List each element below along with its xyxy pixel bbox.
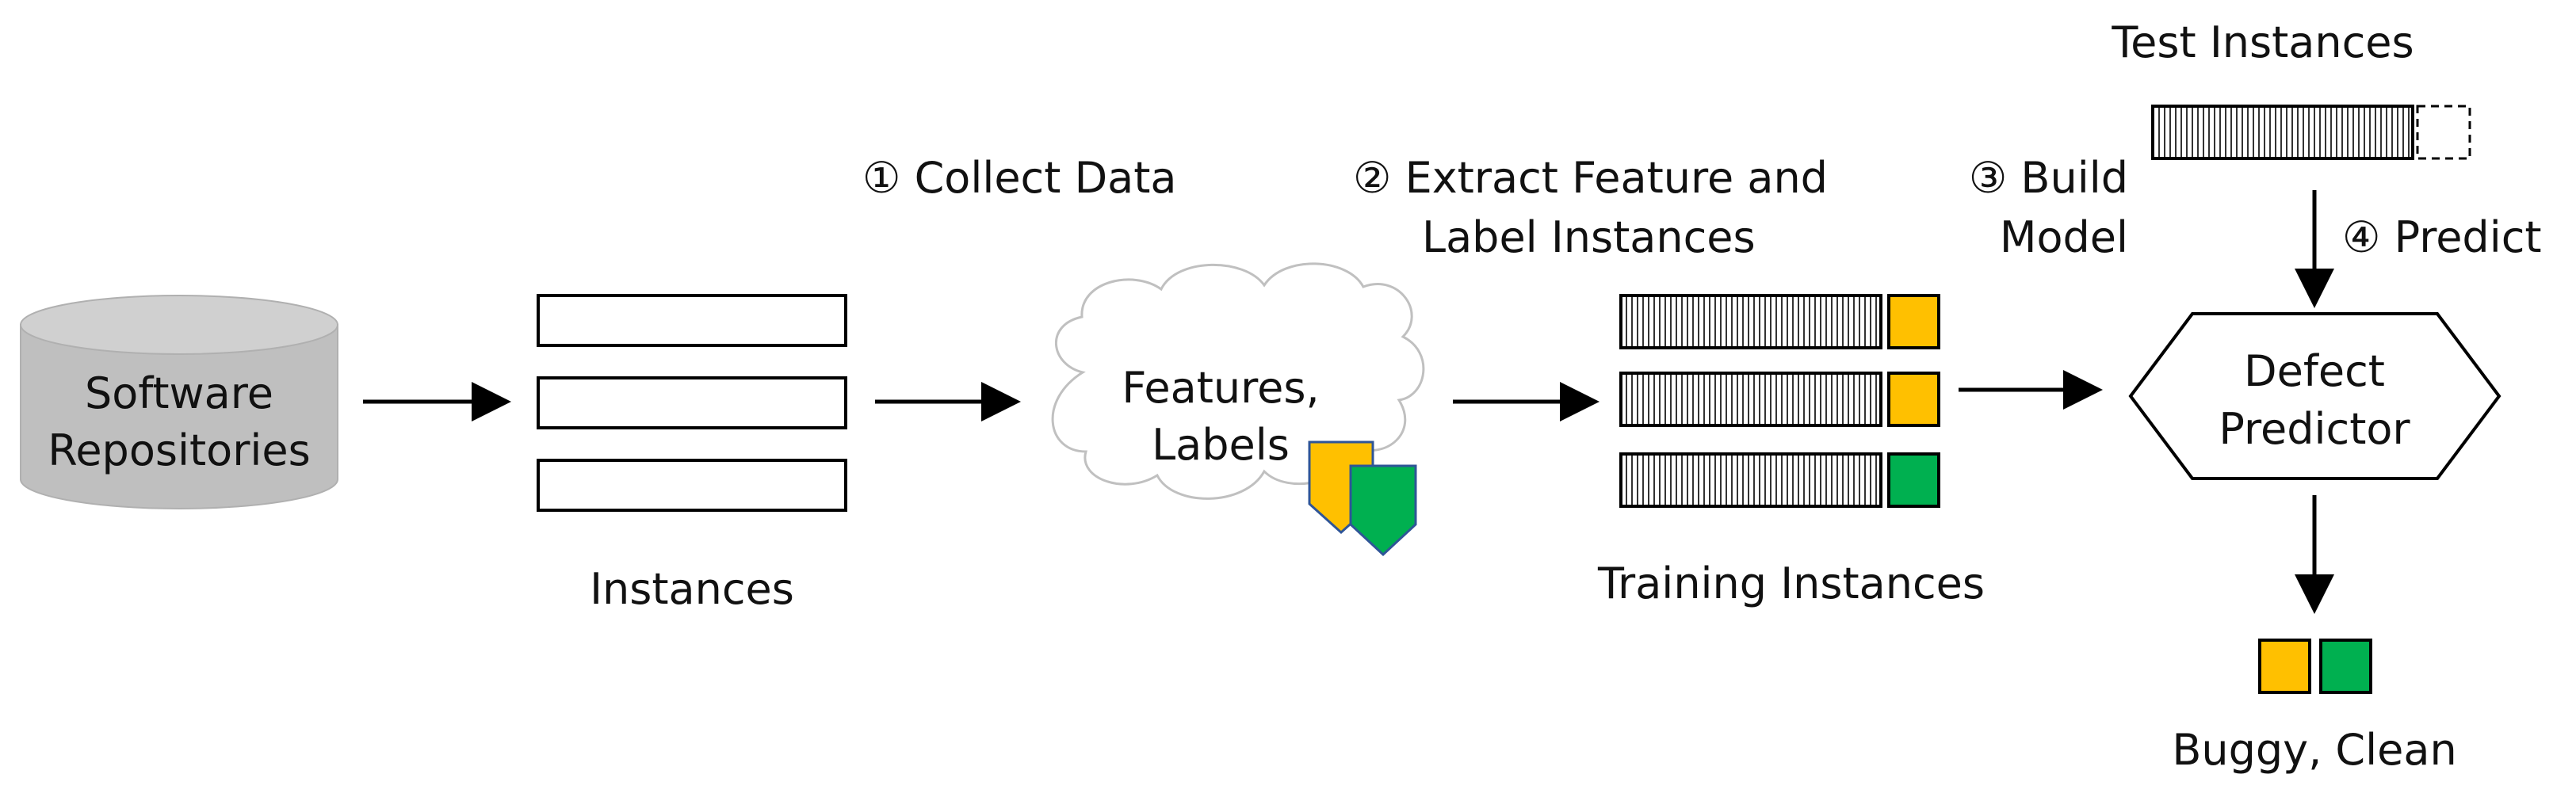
- cloud-label-line1: Features,: [1122, 363, 1319, 413]
- repository-cylinder: Software Repositories: [20, 295, 338, 509]
- instance-box: [537, 294, 847, 347]
- step-extract-line2: Label Instances: [1422, 212, 1756, 262]
- test-instance-row: [2151, 105, 2414, 160]
- step-extract-line1: ② Extract Feature and: [1353, 153, 1828, 203]
- shield-clean-icon: [1349, 464, 1417, 557]
- test-instances-label: Test Instances: [2111, 17, 2414, 67]
- training-label-buggy: [1887, 372, 1940, 427]
- repository-label-line2: Repositories: [48, 425, 311, 475]
- instance-boxes: [537, 294, 847, 512]
- training-row: [1619, 452, 1882, 508]
- test-label-unknown: [2416, 105, 2471, 160]
- output-label: Buggy, Clean: [2172, 725, 2456, 775]
- training-instances: [1619, 294, 1940, 508]
- instances-label: Instances: [590, 564, 794, 614]
- step-collect-data: ① Collect Data: [862, 153, 1177, 203]
- repository-label-line1: Software: [85, 368, 273, 418]
- defect-predictor-hexagon: Defect Predictor: [2128, 312, 2501, 480]
- instance-box: [537, 376, 847, 429]
- features-labels-cloud: Features, Labels: [1051, 262, 1425, 500]
- output-clean-square: [2319, 639, 2372, 694]
- instance-box: [537, 459, 847, 512]
- step-build-line1: ③ Build: [1969, 153, 2128, 203]
- training-label-clean: [1887, 452, 1940, 508]
- training-label-buggy: [1887, 294, 1940, 349]
- predictor-label-line2: Predictor: [2219, 404, 2410, 454]
- step-predict: ④ Predict: [2342, 212, 2542, 262]
- training-instances-label: Training Instances: [1597, 559, 1985, 608]
- predictor-label-line1: Defect: [2244, 346, 2385, 396]
- step-build-line2: Model: [2000, 212, 2128, 262]
- output-buggy-square: [2258, 639, 2311, 694]
- training-row: [1619, 294, 1882, 349]
- training-row: [1619, 372, 1882, 427]
- cloud-label-line2: Labels: [1152, 420, 1290, 470]
